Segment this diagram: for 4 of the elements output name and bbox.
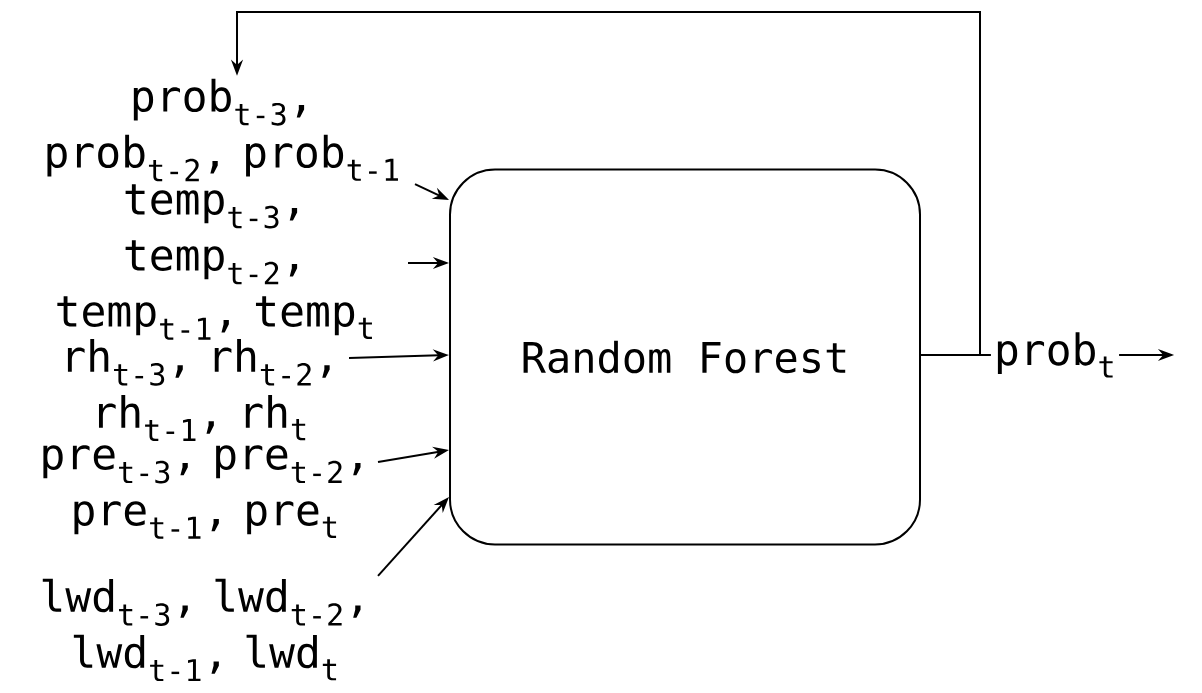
input-label: pre$_{t-3}$, pre$_{t-2}$, pre$_{t-1}$, pre$_{t}$ bbox=[43, 445, 361, 539]
process-box: Random Forest bbox=[449, 168, 921, 546]
output-label: prob$_{t}$ bbox=[997, 332, 1113, 378]
input-label: lwd$_{t-3}$, lwd$_{t-2}$, lwd$_{t-1}$, lwd$_{t}$ bbox=[42, 578, 361, 682]
